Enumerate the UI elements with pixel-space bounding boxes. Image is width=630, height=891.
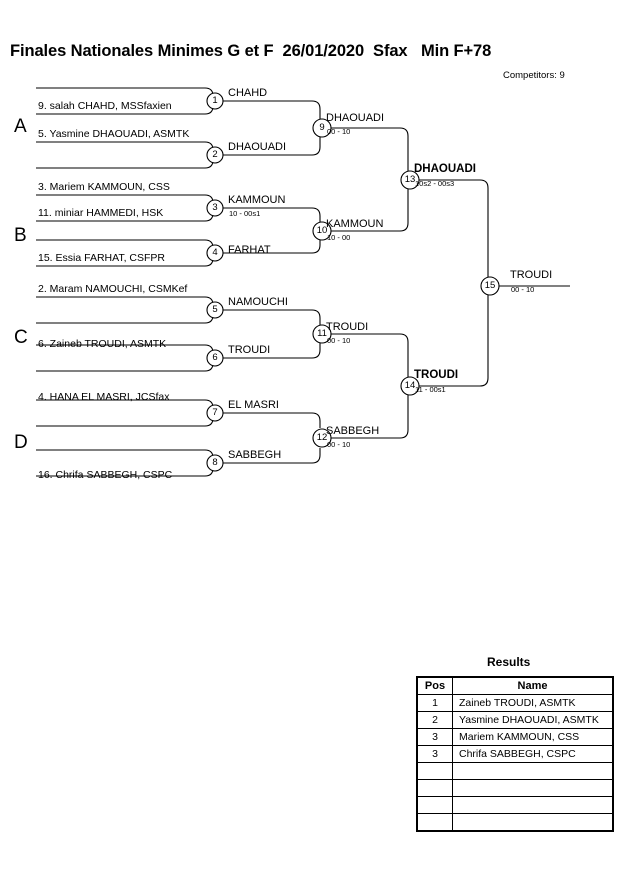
result-pos bbox=[416, 762, 453, 780]
table-row: 3 Mariem KAMMOUN, CSS bbox=[416, 728, 614, 746]
match-winner: FARHAT bbox=[228, 244, 271, 256]
match-winner: TROUDI bbox=[510, 269, 553, 281]
group-label-c: C bbox=[14, 327, 28, 348]
result-pos: 1 bbox=[416, 694, 453, 712]
entrant-name: 9. salah CHAHD, MSSfaxien bbox=[38, 100, 172, 112]
match-number: 2 bbox=[212, 149, 218, 160]
entrant-name: 6. Zaineb TROUDI, ASMTK bbox=[38, 338, 167, 350]
table-row bbox=[416, 796, 614, 814]
match-score: 10 - 00s1 bbox=[229, 209, 261, 218]
match-score: 11 - 00s1 bbox=[415, 385, 446, 394]
match-number: 6 bbox=[212, 352, 218, 363]
result-pos bbox=[416, 813, 453, 832]
results-col-name: Name bbox=[452, 676, 614, 695]
table-row: 2 Yasmine DHAOUADI, ASMTK bbox=[416, 711, 614, 729]
match-winner: KAMMOUN bbox=[326, 218, 384, 230]
match-number: 11 bbox=[317, 328, 327, 339]
entrant-name: 11. miniar HAMMEDI, HSK bbox=[38, 207, 164, 219]
page-title: Finales Nationales Minimes G et F 26/01/… bbox=[10, 42, 492, 60]
group-label-b: B bbox=[14, 225, 27, 246]
match-number: 7 bbox=[212, 407, 218, 418]
table-row bbox=[416, 762, 614, 780]
match-score: 00 - 10 bbox=[327, 440, 351, 449]
result-name bbox=[452, 762, 614, 780]
match-winner: EL MASRI bbox=[228, 399, 279, 411]
match-winner: DHAOUADI bbox=[326, 112, 385, 124]
match-number: 10 bbox=[316, 225, 328, 236]
group-label-d: D bbox=[14, 432, 28, 453]
match-number: 9 bbox=[319, 122, 325, 133]
match-winner: KAMMOUN bbox=[228, 194, 286, 206]
entrant-name: 3. Mariem KAMMOUN, CSS bbox=[38, 181, 170, 193]
result-pos bbox=[416, 779, 453, 797]
entrant-name: 15. Essia FARHAT, CSFPR bbox=[38, 252, 166, 264]
match-winner: DHAOUADI bbox=[228, 141, 287, 153]
match-score: 00 - 10 bbox=[511, 285, 535, 294]
table-row: 3 Chrifa SABBEGH, CSPC bbox=[416, 745, 614, 763]
match-score: 10s2 - 00s3 bbox=[415, 179, 455, 188]
match-score: 00 - 10 bbox=[327, 336, 351, 345]
match-number: 1 bbox=[212, 95, 218, 106]
result-pos: 3 bbox=[416, 728, 453, 746]
match-winner: NAMOUCHI bbox=[228, 296, 288, 308]
entrant-name: 4. HANA EL MASRI, JCSfax bbox=[38, 391, 170, 403]
entrant-name: 16. Chrifa SABBEGH, CSPC bbox=[38, 469, 173, 481]
match-number: 14 bbox=[404, 380, 416, 391]
table-row bbox=[416, 813, 614, 832]
group-label-a: A bbox=[14, 116, 27, 137]
match-number: 13 bbox=[404, 174, 416, 185]
match-winner: SABBEGH bbox=[326, 425, 380, 437]
result-pos: 2 bbox=[416, 711, 453, 729]
entrant-name: 5. Yasmine DHAOUADI, ASMTK bbox=[38, 128, 190, 140]
result-pos: 3 bbox=[416, 745, 453, 763]
result-name bbox=[452, 813, 614, 832]
results-table: Pos Name 1 Zaineb TROUDI, ASMTK 2 Yasmin… bbox=[416, 676, 614, 832]
result-name bbox=[452, 779, 614, 797]
match-score: 10 - 00 bbox=[327, 233, 351, 242]
match-number: 8 bbox=[212, 457, 218, 468]
competitors-count: Competitors: 9 bbox=[503, 70, 565, 81]
match-number: 15 bbox=[484, 280, 496, 291]
results-header-row: Pos Name bbox=[416, 676, 614, 695]
match-number: 3 bbox=[212, 202, 218, 213]
table-row bbox=[416, 779, 614, 797]
match-number: 4 bbox=[212, 247, 218, 258]
match-number: 5 bbox=[212, 304, 218, 315]
match-winner: CHAHD bbox=[228, 87, 268, 99]
results-col-pos: Pos bbox=[416, 676, 453, 695]
result-name: Zaineb TROUDI, ASMTK bbox=[452, 694, 614, 712]
match-score: 00 - 10 bbox=[327, 127, 351, 136]
result-name bbox=[452, 796, 614, 814]
match-winner: TROUDI bbox=[326, 321, 369, 333]
result-name: Yasmine DHAOUADI, ASMTK bbox=[452, 711, 614, 729]
match-winner: TROUDI bbox=[414, 369, 459, 381]
result-name: Mariem KAMMOUN, CSS bbox=[452, 728, 614, 746]
result-pos bbox=[416, 796, 453, 814]
match-winner: DHAOUADI bbox=[414, 163, 476, 175]
match-winner: SABBEGH bbox=[228, 449, 282, 461]
match-number: 12 bbox=[316, 432, 328, 443]
table-row: 1 Zaineb TROUDI, ASMTK bbox=[416, 694, 614, 712]
match-winner: TROUDI bbox=[228, 344, 271, 356]
results-title: Results bbox=[487, 655, 531, 669]
result-name: Chrifa SABBEGH, CSPC bbox=[452, 745, 614, 763]
entrant-name: 2. Maram NAMOUCHI, CSMKef bbox=[38, 283, 188, 295]
